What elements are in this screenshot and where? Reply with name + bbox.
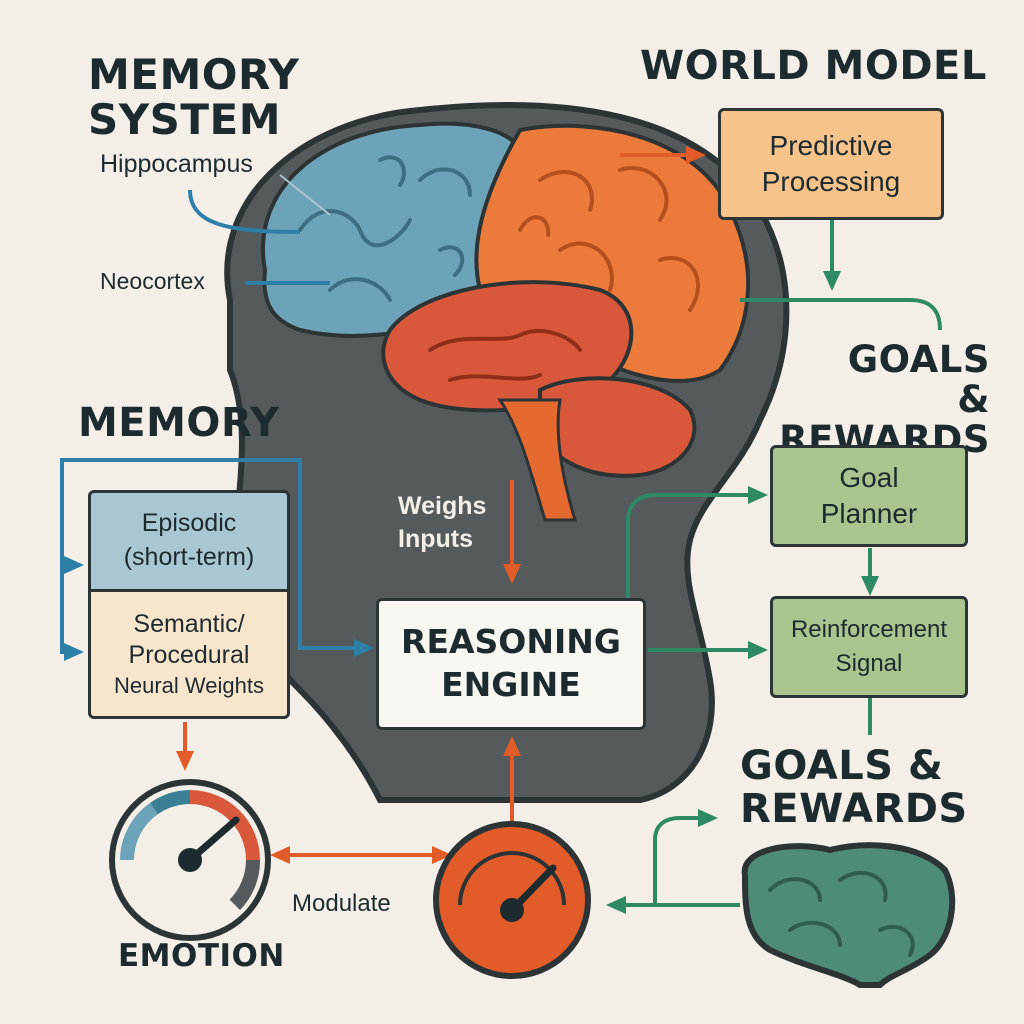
neural-weights-text: Neural Weights xyxy=(114,672,264,698)
temporal-lobe xyxy=(381,280,634,413)
reinforcement-signal-box: Reinforcement Signal xyxy=(770,596,968,698)
goal-planner-box: Goal Planner xyxy=(770,445,968,547)
semantic-procedural-text: Semantic/ Procedural xyxy=(128,610,250,670)
modulate-label: Modulate xyxy=(292,890,391,917)
emotion-gauge xyxy=(109,779,271,941)
predictive-processing-box: Predictive Processing xyxy=(718,108,944,220)
cortex-folds xyxy=(518,166,701,312)
emotion-heading: EMOTION xyxy=(118,938,285,974)
connector-predictive-goals xyxy=(740,298,942,331)
rewards-brain-folds xyxy=(768,870,915,957)
hippocampus-leader xyxy=(279,174,331,216)
brain-stem xyxy=(497,398,578,522)
memory-loop-inner xyxy=(60,565,84,661)
memory-heading: MEMORY xyxy=(78,400,280,446)
temporal-lobe-folds xyxy=(428,329,582,382)
reasoning-engine-box: REASONING ENGINE xyxy=(376,598,646,730)
world-model-heading: WORLD MODEL xyxy=(640,43,987,89)
memory-system-heading: MEMORY SYSTEM xyxy=(88,50,300,145)
modulation-gauge xyxy=(433,821,591,979)
episodic-memory-box: Episodic (short-term) xyxy=(88,490,290,592)
arrow-rewards-loop xyxy=(653,809,718,905)
goals-rewards-bottom-heading: GOALS & REWARDS xyxy=(740,743,968,833)
memory-lobe-folds xyxy=(298,155,472,302)
semantic-memory-box: Semantic/ Procedural Neural Weights xyxy=(88,589,290,719)
memory-loop-outer xyxy=(60,458,302,600)
rewards-brain xyxy=(741,842,956,988)
memory-to-reasoning xyxy=(298,560,374,657)
arrow-reasoning-to-goal-planner xyxy=(626,486,768,600)
neocortex-label: Neocortex xyxy=(100,268,205,295)
goals-rewards-top-heading: GOALS & REWARDS xyxy=(779,338,990,461)
hippocampus-pointer xyxy=(188,189,301,234)
hippocampus-label: Hippocampus xyxy=(100,150,253,178)
cerebellum xyxy=(538,376,697,478)
weighs-inputs-label: Weighs Inputs xyxy=(398,492,487,553)
